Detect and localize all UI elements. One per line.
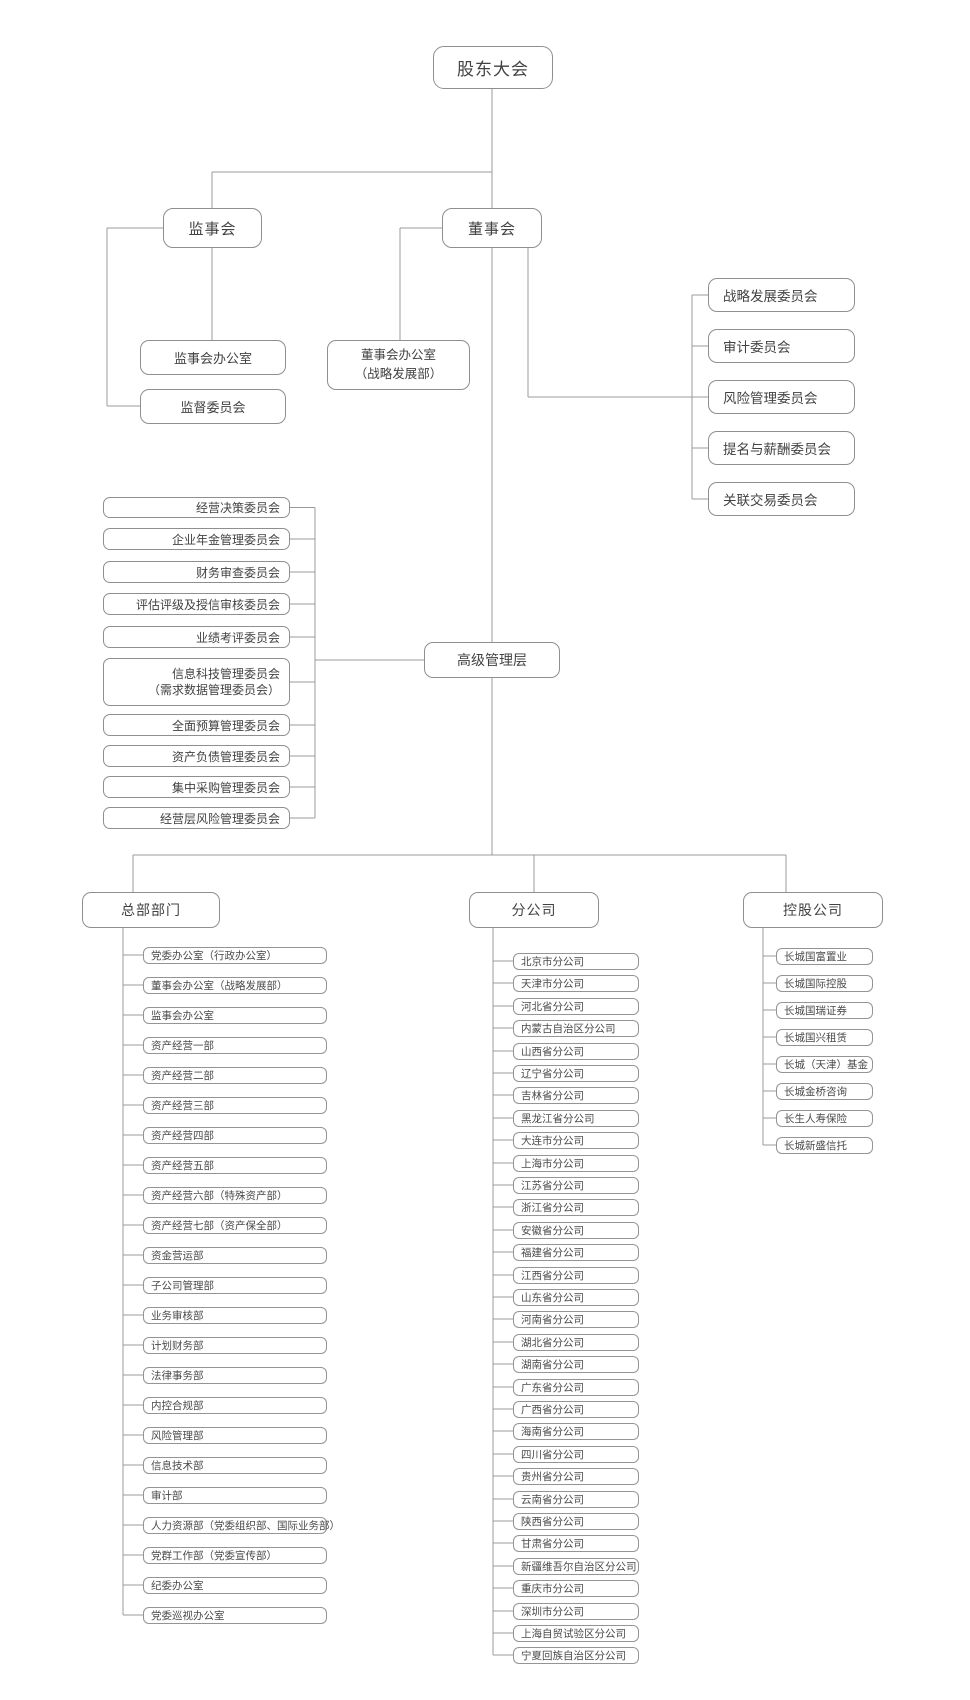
management-committee-item: 企业年金管理委员会 <box>103 528 290 550</box>
management-committee-item: 信息科技管理委员会 （需求数据管理委员会） <box>103 658 290 706</box>
branch-item: 长城新盛信托 <box>776 1137 873 1154</box>
branch-item: 吉林省分公司 <box>513 1087 639 1104</box>
branch-item: 福建省分公司 <box>513 1244 639 1261</box>
branch-item: 上海自贸试验区分公司 <box>513 1625 639 1642</box>
branch-item: 内蒙古自治区分公司 <box>513 1020 639 1037</box>
branch-item: 山西省分公司 <box>513 1043 639 1060</box>
board-committee-item: 关联交易委员会 <box>708 482 855 516</box>
branch-item: 资产经营四部 <box>143 1127 327 1144</box>
node-supervision-committee: 监督委员会 <box>140 389 286 424</box>
branch-item: 宁夏回族自治区分公司 <box>513 1647 639 1664</box>
branch-item: 董事会办公室（战略发展部） <box>143 977 327 994</box>
branch-item: 大连市分公司 <box>513 1132 639 1149</box>
branch-item: 内控合规部 <box>143 1397 327 1414</box>
branch-item: 江苏省分公司 <box>513 1177 639 1194</box>
branch-item: 人力资源部（党委组织部、国际业务部） <box>143 1517 340 1534</box>
branch-item: 浙江省分公司 <box>513 1199 639 1216</box>
branch-item: 深圳市分公司 <box>513 1603 639 1620</box>
branch-item: 长城金桥咨询 <box>776 1083 873 1100</box>
branch-item: 长城国兴租赁 <box>776 1029 873 1046</box>
management-committee-item: 业绩考评委员会 <box>103 626 290 648</box>
node-senior-management: 高级管理层 <box>424 642 560 678</box>
branch-item: 资产经营七部（资产保全部） <box>143 1217 327 1234</box>
branch-item: 广东省分公司 <box>513 1379 639 1396</box>
branch-item: 湖北省分公司 <box>513 1334 639 1351</box>
branch-item: 安徽省分公司 <box>513 1222 639 1239</box>
branch-item: 辽宁省分公司 <box>513 1065 639 1082</box>
board-committee-item: 提名与薪酬委员会 <box>708 431 855 465</box>
board-committee-item: 风险管理委员会 <box>708 380 855 414</box>
branch-item: 法律事务部 <box>143 1367 327 1384</box>
branch-item: 党群工作部（党委宣传部） <box>143 1547 327 1564</box>
branch-item: 北京市分公司 <box>513 953 639 970</box>
branch-item: 四川省分公司 <box>513 1446 639 1463</box>
branch-item: 子公司管理部 <box>143 1277 327 1294</box>
branch-item: 审计部 <box>143 1487 327 1504</box>
board-committee-item: 审计委员会 <box>708 329 855 363</box>
management-committee-item: 财务审查委员会 <box>103 561 290 583</box>
branch-item: 资产经营二部 <box>143 1067 327 1084</box>
branch-header: 控股公司 <box>743 892 883 928</box>
branch-item: 湖南省分公司 <box>513 1356 639 1373</box>
management-committee-item: 集中采购管理委员会 <box>103 776 290 798</box>
branch-item: 长生人寿保险 <box>776 1110 873 1127</box>
branch-header: 总部部门 <box>82 892 220 928</box>
management-committee-item: 资产负债管理委员会 <box>103 745 290 767</box>
branch-item: 长城（天津）基金 <box>776 1056 873 1073</box>
node-supervisory-board-office: 监事会办公室 <box>140 340 286 375</box>
branch-item: 风险管理部 <box>143 1427 327 1444</box>
branch-item: 甘肃省分公司 <box>513 1535 639 1552</box>
management-committee-item: 全面预算管理委员会 <box>103 714 290 736</box>
node-board-office: 董事会办公室 （战略发展部） <box>327 340 470 390</box>
branch-item: 广西省分公司 <box>513 1401 639 1418</box>
branch-item: 计划财务部 <box>143 1337 327 1354</box>
branch-item: 新疆维吾尔自治区分公司 <box>513 1558 639 1575</box>
branch-item: 党委办公室（行政办公室） <box>143 947 327 964</box>
branch-item: 天津市分公司 <box>513 975 639 992</box>
management-committee-item: 经营决策委员会 <box>103 497 290 518</box>
node-shareholders-meeting: 股东大会 <box>433 46 553 89</box>
branch-item: 党委巡视办公室 <box>143 1607 327 1624</box>
branch-item: 纪委办公室 <box>143 1577 327 1594</box>
node-board-of-directors: 董事会 <box>442 208 542 248</box>
branch-item: 长城国富置业 <box>776 948 873 965</box>
branch-item: 资产经营六部（特殊资产部） <box>143 1187 327 1204</box>
branch-item: 资产经营三部 <box>143 1097 327 1114</box>
branch-item: 黑龙江省分公司 <box>513 1110 639 1127</box>
branch-item: 信息技术部 <box>143 1457 327 1474</box>
management-committee-item: 经营层风险管理委员会 <box>103 807 290 829</box>
branch-item: 业务审核部 <box>143 1307 327 1324</box>
branch-item: 陕西省分公司 <box>513 1513 639 1530</box>
branch-item: 长城国瑞证券 <box>776 1002 873 1019</box>
branch-item: 监事会办公室 <box>143 1007 327 1024</box>
board-committee-item: 战略发展委员会 <box>708 278 855 312</box>
branch-item: 河北省分公司 <box>513 998 639 1015</box>
branch-item: 资产经营五部 <box>143 1157 327 1174</box>
branch-header: 分公司 <box>469 892 599 928</box>
management-committee-item: 评估评级及授信审核委员会 <box>103 593 290 615</box>
branch-item: 资金营运部 <box>143 1247 327 1264</box>
branch-item: 河南省分公司 <box>513 1311 639 1328</box>
branch-item: 贵州省分公司 <box>513 1468 639 1485</box>
branch-item: 海南省分公司 <box>513 1423 639 1440</box>
branch-item: 长城国际控股 <box>776 975 873 992</box>
branch-item: 重庆市分公司 <box>513 1580 639 1597</box>
branch-item: 云南省分公司 <box>513 1491 639 1508</box>
branch-item: 山东省分公司 <box>513 1289 639 1306</box>
branch-item: 资产经营一部 <box>143 1037 327 1054</box>
branch-item: 上海市分公司 <box>513 1155 639 1172</box>
branch-item: 江西省分公司 <box>513 1267 639 1284</box>
node-supervisory-board: 监事会 <box>163 208 262 248</box>
